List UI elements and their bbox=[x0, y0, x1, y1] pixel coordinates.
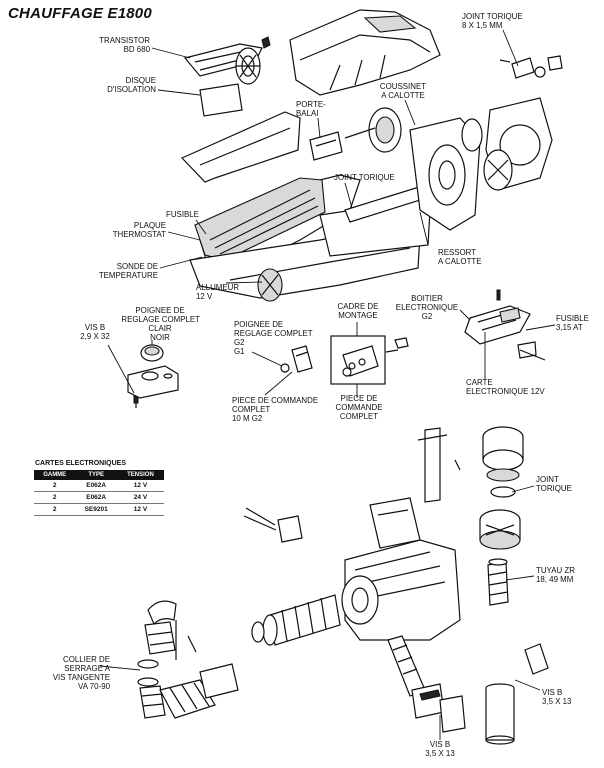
table-cell: E062A bbox=[75, 480, 117, 492]
table-cell: 24 V bbox=[116, 491, 164, 504]
table-row: 2 SE9201 12 V bbox=[34, 503, 164, 516]
exhaust-elbow-assembly bbox=[137, 600, 239, 719]
table-cell: 2 bbox=[34, 491, 76, 504]
label-porte-balai: PORTE-BALAI bbox=[296, 99, 326, 118]
flex-pipe-right bbox=[387, 635, 426, 697]
table-row: 2 E062A 24 V bbox=[34, 491, 164, 504]
lower-heater-housing bbox=[341, 497, 461, 641]
table-cell: 2 bbox=[34, 480, 76, 492]
table-header-type: TYPE bbox=[75, 470, 117, 480]
zr-pipe bbox=[487, 558, 509, 606]
table-header-gamme: GAMME bbox=[34, 470, 76, 480]
table-cell: 12 V bbox=[116, 480, 164, 492]
adjust-knob bbox=[140, 344, 164, 362]
table-header-row: GAMME TYPE TENSION bbox=[34, 470, 164, 480]
igniter bbox=[257, 268, 283, 302]
control-box bbox=[127, 365, 179, 399]
clip-parts bbox=[411, 683, 466, 733]
label-joint-torique-mid: JOINT TORIQUE bbox=[334, 172, 395, 182]
table-cell: 12 V bbox=[116, 503, 164, 516]
motor-rotor bbox=[344, 107, 402, 153]
page-title: CHAUFFAGE E1800 bbox=[8, 5, 152, 22]
table-cell: SE9201 bbox=[75, 503, 117, 516]
table-cell: 2 bbox=[34, 503, 76, 516]
mounting-frame-box bbox=[330, 335, 386, 385]
bearing-assembly bbox=[409, 117, 481, 231]
electronic-cards-table: GAMME TYPE TENSION 2 E062A 12 V 2 E062A … bbox=[34, 470, 164, 516]
oring-hardware-top-right bbox=[499, 55, 563, 79]
fan-disc bbox=[235, 47, 261, 85]
leader-lines bbox=[99, 29, 556, 740]
blower-fan bbox=[482, 426, 524, 482]
impeller bbox=[479, 509, 521, 550]
exhaust-tube bbox=[251, 594, 341, 646]
oring-lower bbox=[490, 486, 516, 498]
isolation-disc-plate bbox=[199, 83, 243, 117]
heater-main-body bbox=[180, 111, 431, 299]
control-piece-g2 bbox=[280, 345, 313, 373]
table-row: 2 E062A 12 V bbox=[34, 480, 164, 492]
end-plate-fan bbox=[461, 97, 553, 191]
table-header-tension: TENSION bbox=[116, 470, 164, 480]
table-title: CARTES ELECTRONIQUES bbox=[35, 460, 127, 467]
support-cylinder bbox=[485, 643, 549, 745]
label-fusible: FUSIBLE bbox=[166, 209, 199, 219]
upper-housing-cover bbox=[289, 9, 441, 96]
table-cell: E062A bbox=[75, 491, 117, 504]
wire-harness bbox=[243, 507, 303, 543]
mounting-frame bbox=[342, 337, 409, 377]
brush-holder bbox=[309, 131, 343, 161]
mounting-bracket bbox=[417, 427, 461, 503]
electronic-box-g2 bbox=[464, 289, 546, 361]
